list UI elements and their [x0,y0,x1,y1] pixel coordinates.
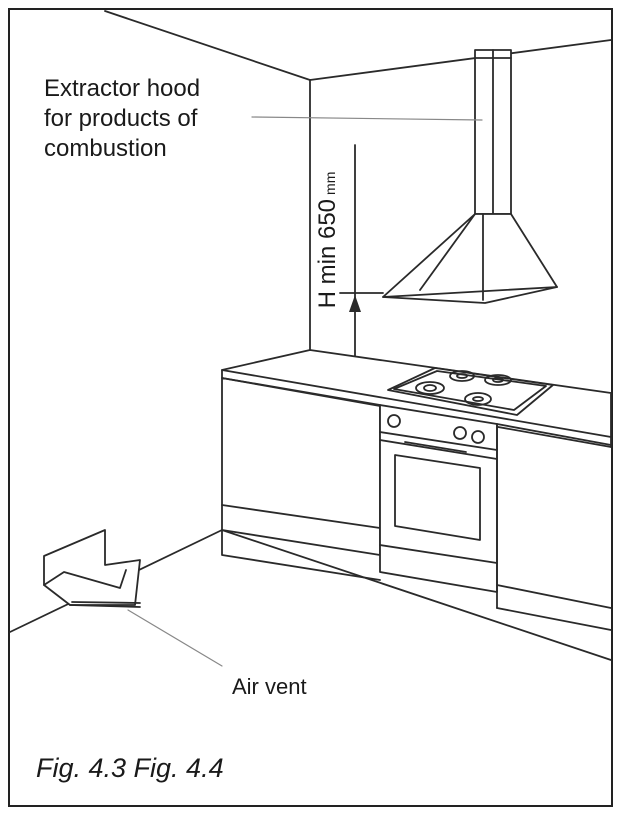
hood-label-line-2: for products of [44,105,198,132]
air-vent-label: Air vent [232,674,307,699]
hood-label-line-3: combustion [44,135,167,162]
height-dimension-value: H min 650 [314,198,341,309]
height-dimension-label: H min 650 mm [314,172,342,309]
oven [379,404,498,593]
extractor-hood-label: Extractor hood for products of combustio… [44,74,200,164]
left-cabinet [221,377,381,556]
height-dimension [339,144,384,384]
extractor-hood [382,49,558,304]
air-vent-leader-line [127,609,223,667]
hood-label-line-1: Extractor hood [44,75,201,102]
hob [387,367,554,416]
right-cabinet [496,423,612,609]
figure-caption: Fig. 4.3 Fig. 4.4 [36,753,224,783]
height-dimension-unit: mm [322,171,338,195]
plinth [221,529,612,661]
hood-leader-line [251,116,483,121]
air-vent-arrow-icon [43,529,141,608]
